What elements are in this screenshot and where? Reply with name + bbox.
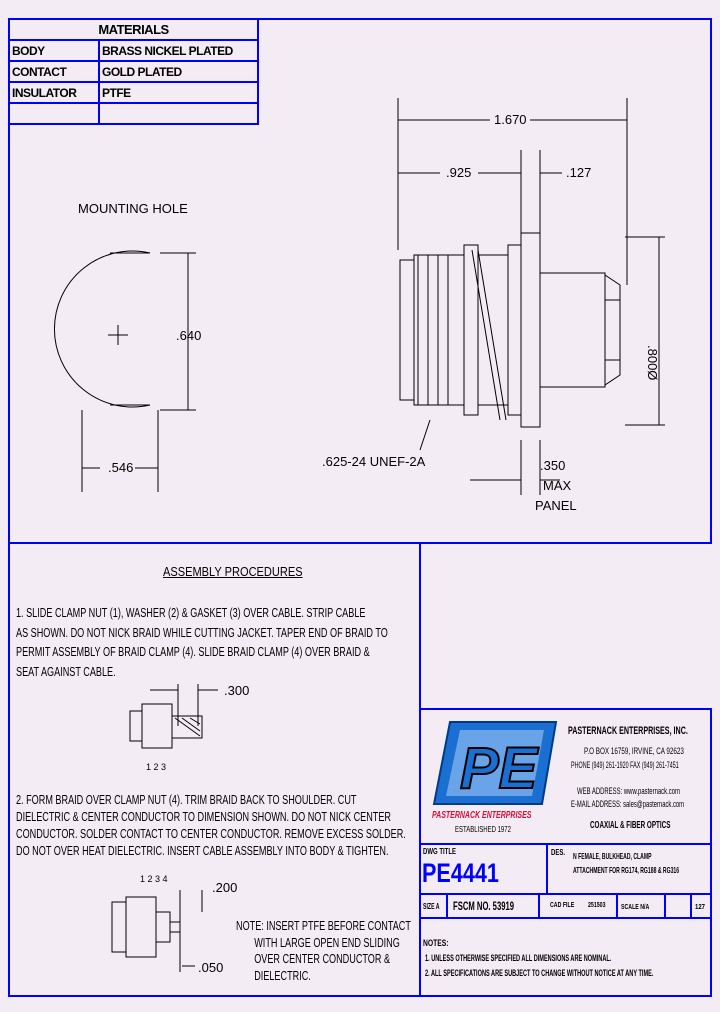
material-part: CONTACT — [8, 60, 100, 83]
dim-1670: 1.670 — [494, 112, 527, 127]
step-2-figure — [111, 890, 203, 972]
material-part: INSULATOR — [8, 81, 100, 104]
cad-file-label: CAD FILE — [550, 902, 575, 909]
dim-200: .200 — [212, 880, 238, 895]
note-item: 1. UNLESS OTHERWISE SPECIFIED ALL DIMENS… — [425, 953, 612, 963]
dim-546: .546 — [108, 460, 133, 475]
dim-127: .127 — [566, 165, 591, 180]
step-1: 1. SLIDE CLAMP NUT (1), WASHER (2) & GAS… — [16, 603, 547, 681]
company-tagline: COAXIAL & FIBER OPTICS — [590, 820, 671, 831]
step-1-line: SEAT AGAINST CABLE. — [16, 663, 116, 679]
divider — [538, 893, 540, 919]
ptfe-note: NOTE: INSERT PTFE BEFORE CONTACT WITH LA… — [236, 918, 486, 984]
dim-050: .050 — [198, 960, 224, 975]
step-2-line: DIELECTRIC & CENTER CONDUCTOR TO DIMENSI… — [16, 809, 391, 824]
mounting-hole — [54, 250, 196, 411]
step-1-line: PERMIT ASSEMBLY OF BRAID CLAMP (4). SLID… — [16, 644, 370, 659]
description-line: N FEMALE, BULKHEAD, CLAMP — [573, 851, 652, 861]
dim-925: .925 — [446, 165, 471, 180]
note-line: OVER CENTER CONDUCTOR & — [254, 951, 391, 966]
step-2-line: DO NOT OVER HEAT DIELECTRIC. INSERT CABL… — [16, 843, 389, 858]
divider — [419, 843, 712, 845]
note-line: DIELECTRIC. — [254, 967, 311, 983]
material-value: BRASS NICKEL PLATED — [98, 39, 259, 62]
company-address: P.O BOX 16759, IRVINE, CA 92623 — [584, 746, 684, 756]
assembly-title: ASSEMBLY PROCEDURES — [163, 564, 303, 579]
material-value: GOLD PLATED — [98, 60, 259, 83]
thread-spec: .625-24 UNEF-2A — [322, 454, 426, 469]
part-number: PE4441 — [422, 858, 499, 888]
divider — [616, 893, 618, 919]
part-numbers-1: 1 2 3 — [146, 762, 167, 772]
step-2-line: 2. FORM BRAID OVER CLAMP NUT (4). TRIM B… — [16, 792, 357, 807]
company-web: WEB ADDRESS: www.pasternack.com — [577, 786, 680, 796]
size: SIZE A — [423, 902, 440, 911]
material-value: PTFE — [98, 81, 259, 104]
divider — [664, 893, 666, 919]
dim-300: .300 — [224, 683, 250, 698]
note-line: WITH LARGE OPEN END SLIDING — [254, 934, 400, 950]
step-2: 2. FORM BRAID OVER CLAMP NUT (4). TRIM B… — [16, 791, 573, 859]
fscm-number: FSCM NO. 53919 — [453, 899, 515, 913]
step-2-line: CONDUCTOR. SOLDER CONTACT TO CENTER COND… — [16, 826, 406, 841]
materials-title: MATERIALS — [8, 18, 259, 41]
table-row — [8, 102, 259, 125]
divider — [690, 893, 692, 919]
company-name: PASTERNACK ENTERPRISES, INC. — [568, 725, 688, 737]
material-part: BODY — [8, 39, 100, 62]
dim-350: .350 — [540, 458, 565, 473]
title-block-frame — [419, 708, 712, 997]
logo-name: PASTERNACK ENTERPRISES — [432, 810, 532, 821]
description-line: ATTACHMENT FOR RG174, RG188 & RG316 — [573, 865, 680, 875]
note-line: NOTE: INSERT PTFE BEFORE CONTACT — [236, 918, 411, 933]
panel-label: PANEL — [535, 498, 577, 513]
revision: 127 — [695, 902, 706, 911]
step-1-line: 1. SLIDE CLAMP NUT (1), WASHER (2) & GAS… — [16, 605, 366, 620]
mounting-hole-label: MOUNTING HOLE — [78, 201, 188, 216]
cad-file-value: 251503 — [588, 902, 606, 909]
material-value — [98, 102, 259, 125]
established: ESTABLISHED 1972 — [455, 825, 511, 834]
step-1-figure — [129, 684, 218, 749]
logo-letters: PE — [460, 736, 540, 801]
scale: SCALE N/A — [621, 902, 650, 911]
company-phone: PHONE (949) 261-1920 FAX (949) 261-7451 — [571, 760, 679, 770]
dim-800: .800Ø — [645, 345, 660, 380]
notes-title: NOTES: — [423, 938, 449, 948]
material-part — [8, 102, 100, 125]
dwg-title-label: DWG TITLE — [423, 847, 456, 856]
part-numbers-2: 1 2 3 4 — [140, 874, 168, 884]
divider — [446, 893, 448, 919]
company-logo: PE — [432, 721, 558, 805]
dim-640: .640 — [176, 328, 201, 343]
connector-drawing: MOUNTING HOLE .640 .546 1.670 .925 .127 … — [54, 98, 665, 513]
connector-body — [399, 232, 621, 428]
divider — [546, 843, 548, 895]
step-1-line: AS SHOWN. DO NOT NICK BRAID WHILE CUTTIN… — [16, 624, 388, 640]
note-item: 2. ALL SPECIFICATIONS ARE SUBJECT TO CHA… — [425, 968, 654, 978]
des-label: DES. — [551, 848, 566, 857]
max-label: MAX — [543, 478, 572, 493]
company-email: E-MAIL ADDRESS: sales@pasternack.com — [571, 799, 685, 809]
divider — [419, 893, 712, 919]
